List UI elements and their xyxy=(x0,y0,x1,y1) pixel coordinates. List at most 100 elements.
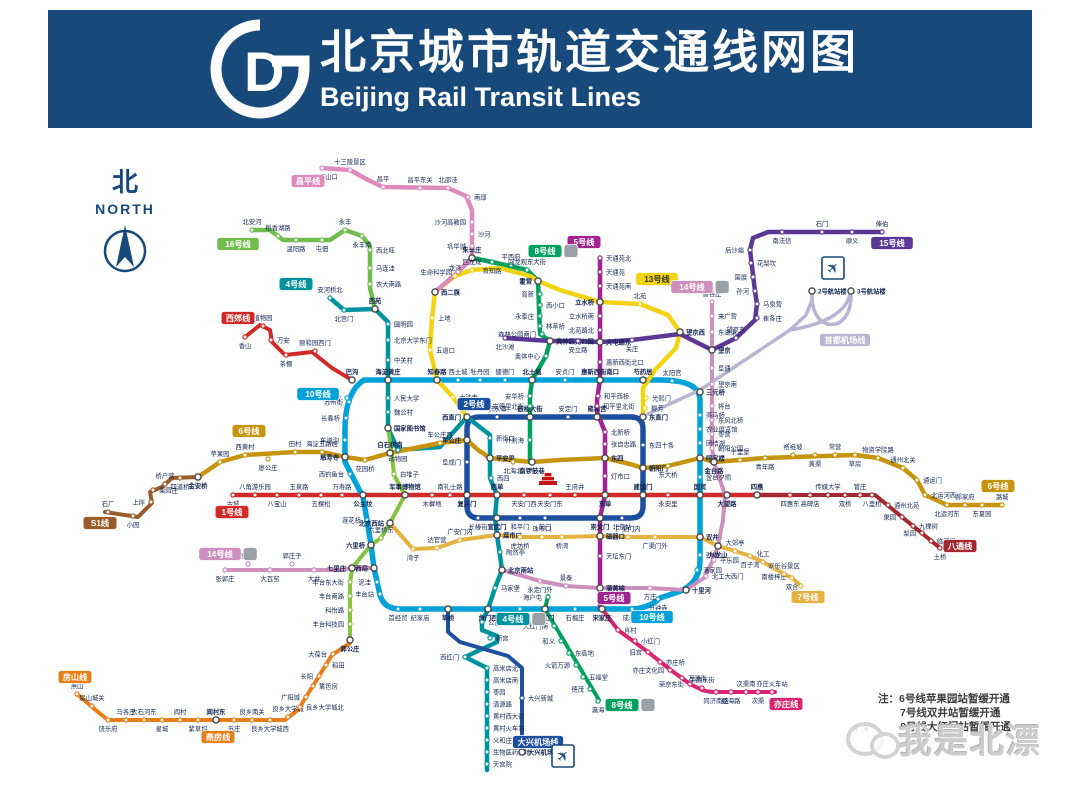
stations-fangshan: 燕山房山城关饶乐府马各庄大石河东星城阎村紫草坞阎村东苏庄良乡南关良乡大学城西良乡… xyxy=(71,649,345,733)
svg-text:5号线: 5号线 xyxy=(604,593,626,603)
station-dot xyxy=(639,491,647,499)
station-label: 天通苑南 xyxy=(606,281,631,290)
station-label: 传媒大学 xyxy=(815,482,840,491)
station-label: 国贸 xyxy=(694,482,707,491)
station-dot xyxy=(260,323,266,329)
north-compass: 北 NORTH xyxy=(88,162,162,280)
station-dot xyxy=(885,502,891,508)
station-dot xyxy=(789,575,795,581)
line-badge-7号线: 7号线 xyxy=(790,590,826,604)
station-dot xyxy=(465,194,471,200)
station-label: 黄村火车站 xyxy=(493,723,525,732)
station-dot xyxy=(222,567,228,573)
station-dot xyxy=(710,458,718,466)
station-dot xyxy=(625,534,631,540)
station-dot xyxy=(463,413,471,421)
station-dot xyxy=(709,417,715,423)
station-dot xyxy=(728,689,734,695)
station-dot xyxy=(296,492,302,498)
station-label: 荣京东街 xyxy=(659,679,685,688)
station-label: 首经贸 xyxy=(389,613,408,622)
svg-text:16号线: 16号线 xyxy=(225,239,251,249)
station-dot xyxy=(469,243,475,249)
station-label: 和义 xyxy=(542,636,555,645)
station-dot xyxy=(384,424,392,432)
station-label: 旧宫 xyxy=(629,647,642,656)
line-line9 xyxy=(348,426,407,642)
station-label: 玉泉路 xyxy=(290,482,310,491)
station-label: 什刹海 xyxy=(505,435,525,444)
station-label: 大兴机场 xyxy=(528,747,554,756)
station-label: 花梨坎 xyxy=(757,258,777,267)
line-line14w xyxy=(223,566,376,572)
station-label: 龙泽 xyxy=(449,263,462,272)
station-dot xyxy=(640,442,646,448)
station-label: 万源街 xyxy=(688,673,708,682)
station-label: 颐和园西门 xyxy=(299,338,330,347)
station-dot xyxy=(330,651,336,657)
station-label: 大兴新城 xyxy=(528,693,554,702)
station-label: 篱笆房 xyxy=(319,681,338,690)
station-label: 国展 xyxy=(734,273,747,281)
stations-line10: 巴沟苏州街海淀黄庄知春路西土城牡丹园健德门安贞门惠新西街南口芍药居太阳宫三元桥亮… xyxy=(319,367,738,622)
station-dot xyxy=(385,321,391,327)
station-dot xyxy=(597,553,603,559)
station-label: 呼家楼 xyxy=(706,453,726,462)
station-label: 黄村西大街 xyxy=(493,711,525,720)
station-dot xyxy=(539,331,545,337)
svg-text:4号线: 4号线 xyxy=(286,279,308,289)
station-label: 东大桥 xyxy=(659,470,679,479)
station-dot xyxy=(447,492,453,498)
station-dot xyxy=(347,593,353,599)
station-label: 森林公园南门 xyxy=(498,329,536,338)
station-dot xyxy=(455,269,461,275)
station-label: 大石河东 xyxy=(131,707,156,716)
station-label: 永定门外 xyxy=(527,585,553,594)
svg-text:14号线: 14号线 xyxy=(207,549,233,559)
station-label: 草房 xyxy=(849,459,862,468)
station-label: 圆明园 xyxy=(394,320,413,328)
station-dot xyxy=(543,353,549,359)
line-badge-14号线: 14号线 xyxy=(198,547,258,561)
station-dot xyxy=(159,717,165,723)
station-label: 惠新西街北口 xyxy=(606,357,644,366)
svg-text:2号线: 2号线 xyxy=(464,399,486,409)
svg-text:5号线: 5号线 xyxy=(574,237,596,247)
station-dot xyxy=(493,491,501,499)
station-dot xyxy=(371,305,379,313)
station-dot xyxy=(596,584,604,592)
line-badge-燕房线: 燕房线 xyxy=(200,730,236,744)
station-label: 双桥 xyxy=(839,499,852,508)
station-dot xyxy=(455,377,461,383)
station-dot xyxy=(572,492,578,498)
station-label: 万安 xyxy=(277,335,290,344)
station-label: 枣园 xyxy=(493,687,506,696)
stations-line1: 古城八角游乐园八宝山玉泉路五棵松万寿路公主坟军事博物馆木樨地南礼士路复兴门西单天… xyxy=(227,482,800,508)
station-dot xyxy=(312,348,318,354)
station-dot xyxy=(771,565,777,571)
station-label: 北安河 xyxy=(243,217,263,226)
station-label: 北宫门 xyxy=(335,314,354,323)
station-label: 北运河西 xyxy=(931,491,956,499)
station-dot xyxy=(962,502,968,508)
station-dot xyxy=(665,492,671,498)
station-label: 永丰 xyxy=(339,217,352,226)
station-dot xyxy=(743,689,749,695)
station-dot xyxy=(587,686,593,692)
station-label: 分钟寺 xyxy=(649,603,668,612)
station-label: 人民大学 xyxy=(394,393,419,402)
station-label: 农大南路 xyxy=(376,279,402,288)
station-dot xyxy=(639,413,647,421)
stations-yizhuang: 肖村小红门旧宫亦庄桥亦庄文化园万源街荣京东街荣昌东街同济南路经海路次渠南次渠亦庄… xyxy=(615,625,788,705)
station-dot xyxy=(594,403,600,409)
station-dot xyxy=(377,591,383,597)
note-line-1: 注：6号线苹果园站暂缓开通 xyxy=(878,693,1010,705)
station-label: 双井 xyxy=(706,532,719,541)
station-dot xyxy=(195,717,201,723)
station-dot xyxy=(391,471,397,477)
station-label: 郭公庄 xyxy=(341,644,361,653)
svg-text:首都机场线: 首都机场线 xyxy=(825,335,867,345)
station-dot xyxy=(194,473,202,481)
station-dot xyxy=(105,509,111,515)
